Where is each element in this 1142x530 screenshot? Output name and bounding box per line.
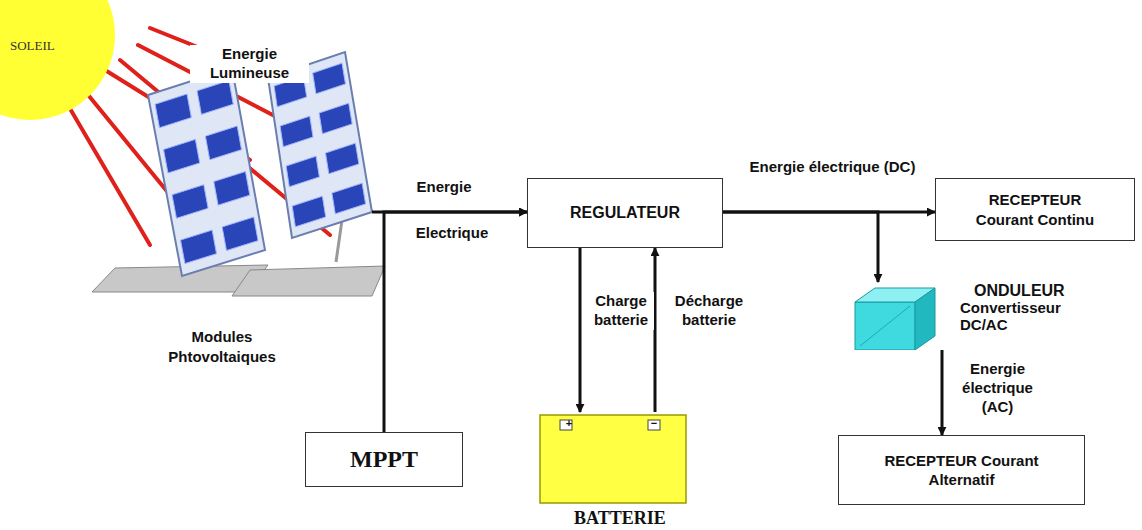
node-title: MPPT xyxy=(350,446,418,473)
inverter: ONDULEURConvertisseur DC/AC xyxy=(850,282,1140,350)
node-subtitle: Convertisseur DC/AC xyxy=(960,299,1080,334)
flow-label: Décharge batterie xyxy=(664,292,754,330)
flow-label: Energie électrique (DC) xyxy=(738,158,927,177)
node-title: RECEPTEUR Courant Continu xyxy=(960,190,1110,229)
terminal-sign: + xyxy=(563,418,575,429)
flow-label: Charge batterie xyxy=(588,292,654,330)
battery-body xyxy=(538,412,688,507)
energy-label: Energie xyxy=(402,178,486,197)
node-title: Modules Phtovoltaiques xyxy=(142,327,302,368)
battery: BATTERIE xyxy=(538,412,688,530)
pv-panels xyxy=(148,52,372,276)
energy-label: Electrique xyxy=(395,224,509,243)
ac-receiver-box: RECEPTEUR Courant Alternatif xyxy=(838,435,1085,505)
node-title: BATTERIE xyxy=(574,508,666,529)
regulator-box: REGULATEUR xyxy=(527,178,723,248)
node-title: RECEPTEUR Courant Alternatif xyxy=(882,451,1042,490)
mppt-box: MPPT xyxy=(305,432,463,487)
pv-modules: Modules Phtovoltaiques xyxy=(92,55,372,380)
flow-arrow xyxy=(654,248,657,412)
flow-arrow xyxy=(579,248,582,412)
flow-label: Energie électrique (AC) xyxy=(948,360,1047,416)
flow-arrow xyxy=(723,212,878,282)
node-title: REGULATEUR xyxy=(570,204,680,222)
inverter-cube xyxy=(850,282,940,350)
terminal-sign: − xyxy=(648,418,660,429)
sun: SOLEIL xyxy=(0,0,115,120)
dc-receiver-box: RECEPTEUR Courant Continu xyxy=(935,178,1135,241)
node-title: ONDULEUR xyxy=(974,282,1065,300)
energy-label: Energie Lumineuse xyxy=(190,45,309,83)
node-title: SOLEIL xyxy=(10,38,55,54)
flow-arrow xyxy=(384,212,527,432)
flow-arrow xyxy=(941,350,944,435)
